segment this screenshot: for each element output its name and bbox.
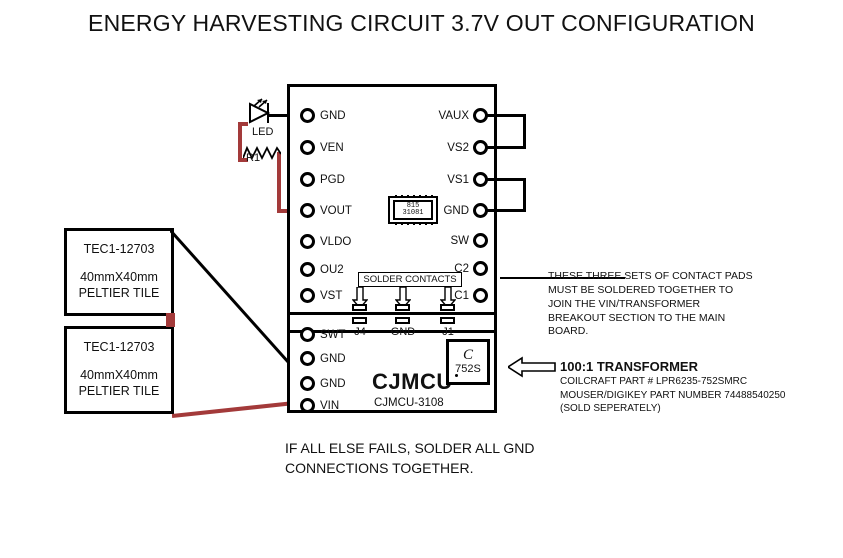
- gnd-wire-horizontal: [268, 114, 304, 117]
- tile-to-vin-wire: [172, 400, 305, 418]
- resistor-symbol: [243, 145, 281, 161]
- solder-contacts-caption-text: SOLDER CONTACTS: [363, 274, 457, 285]
- solder-pad-label-gnd: GND: [390, 326, 416, 338]
- pin-c2[interactable]: [473, 261, 488, 276]
- pin-vout[interactable]: [300, 203, 315, 218]
- solder-pad-j4-top[interactable]: [352, 304, 367, 311]
- led-wire-left-vertical: [238, 122, 242, 162]
- r1-wire-right-vertical: [277, 152, 281, 213]
- board-section-divider-bottom: [287, 330, 497, 333]
- bottom-note: IF ALL ELSE FAILS, SOLDER ALL GND CONNEC…: [285, 440, 535, 477]
- solder-pad-label-j1: J1: [442, 326, 454, 338]
- led-wire-top-stub: [238, 122, 248, 126]
- solder-pad-gnd-bottom[interactable]: [395, 317, 410, 324]
- solder-pad-gnd-top[interactable]: [395, 304, 410, 311]
- solder-pad-j1-top[interactable]: [440, 304, 455, 311]
- solder-contacts-caption: SOLDER CONTACTS: [358, 272, 462, 287]
- pin-label-vaux: VAUX: [438, 110, 469, 122]
- pin-label-ven: VEN: [320, 142, 344, 154]
- tile-kind: PELTIER TILE: [78, 286, 160, 300]
- pin-vldo[interactable]: [300, 234, 315, 249]
- tile-interconnect-wire: [166, 313, 175, 327]
- pin-label-gnd-right: GND: [443, 205, 469, 217]
- solder-pad-label-j4: J4: [354, 326, 366, 338]
- r1-wire-left-stub: [238, 158, 248, 162]
- pin-label-gnd-1: GND: [320, 110, 346, 122]
- jumper-lead-vaux: [487, 114, 513, 117]
- tile-dimension: 40mmX40mm: [80, 368, 158, 383]
- transformer-mark-letter: C: [462, 346, 473, 363]
- pin-gnd-right[interactable]: [473, 203, 488, 218]
- jumper-lead-gnd-right: [487, 209, 513, 212]
- jumper-lead-vs1: [487, 178, 513, 181]
- tile-dimension: 40mmX40mm: [80, 270, 158, 285]
- pin-label-gnd-3: GND: [320, 378, 346, 390]
- pin-label-gnd-2: GND: [320, 353, 346, 365]
- peltier-tile-bottom: TEC1-12703 40mmX40mm PELTIER TILE: [64, 326, 174, 414]
- pin-vst[interactable]: [300, 288, 315, 303]
- tile-part-number: TEC1-12703: [83, 340, 155, 355]
- board-brand: CJMCU: [372, 369, 453, 394]
- transformer-polarity-dot: [455, 374, 458, 377]
- pin-ven[interactable]: [300, 140, 315, 155]
- pin-label-vout: VOUT: [320, 205, 352, 217]
- transformer-pointer-arrow: [508, 356, 556, 378]
- jumper-link-vaux-vs2[interactable]: [510, 114, 526, 149]
- transformer-note-detail: COILCRAFT PART # LPR6235-752SMRC MOUSER/…: [560, 376, 786, 414]
- pin-gnd-2[interactable]: [300, 351, 315, 366]
- contact-pads-note: THESE THREE SETS OF CONTACT PADS MUST BE…: [548, 270, 753, 338]
- pin-label-vst: VST: [320, 290, 343, 302]
- pin-label-vs2: VS2: [447, 142, 469, 154]
- pin-label-sw: SW: [450, 235, 469, 247]
- pin-label-pgd: PGD: [320, 174, 345, 186]
- pin-label-vldo: VLDO: [320, 236, 352, 248]
- pin-vin[interactable]: [300, 398, 315, 413]
- transformer-note-title: 100:1 TRANSFORMER: [560, 359, 698, 374]
- jumper-lead-vs2: [487, 146, 513, 149]
- pin-label-ou2: OU2: [320, 264, 344, 276]
- pin-label-vs1: VS1: [447, 174, 469, 186]
- pin-vaux[interactable]: [473, 108, 488, 123]
- pin-sw[interactable]: [473, 233, 488, 248]
- peltier-tile-top: TEC1-12703 40mmX40mm PELTIER TILE: [64, 228, 174, 316]
- transformer-footprint: C 752S: [446, 339, 490, 385]
- pin-c1[interactable]: [473, 288, 488, 303]
- solder-pad-j1-bottom[interactable]: [440, 317, 455, 324]
- board-model: CJMCU-3108: [374, 397, 444, 409]
- jumper-link-vs1-gnd[interactable]: [510, 178, 526, 212]
- board-section-divider-top: [287, 312, 497, 315]
- pin-label-swt: SWT: [320, 329, 346, 341]
- contact-pads-leader-line: [500, 277, 625, 279]
- led-label: LED: [252, 126, 274, 138]
- pin-label-vin: VIN: [320, 400, 340, 412]
- transformer-mark-number: 752S: [455, 362, 481, 375]
- pin-label-c1: C1: [454, 290, 469, 302]
- led-symbol: [249, 98, 271, 124]
- tile-kind: PELTIER TILE: [78, 384, 160, 398]
- pin-gnd-3[interactable]: [300, 376, 315, 391]
- tile-to-gnd-wire: [170, 230, 308, 384]
- ic-line-2: 31081: [402, 209, 424, 217]
- pin-pgd[interactable]: [300, 172, 315, 187]
- pin-gnd-1[interactable]: [300, 108, 315, 123]
- ic-chip: 815 31081: [388, 195, 438, 225]
- resistor-label: R1: [246, 152, 261, 164]
- pin-ou2[interactable]: [300, 262, 315, 277]
- ic-line-1: 815: [406, 202, 420, 210]
- pin-vs2[interactable]: [473, 140, 488, 155]
- page-title: ENERGY HARVESTING CIRCUIT 3.7V OUT CONFI…: [88, 10, 755, 36]
- solder-pad-j4-bottom[interactable]: [352, 317, 367, 324]
- pin-swt[interactable]: [300, 327, 315, 342]
- tile-part-number: TEC1-12703: [83, 242, 155, 257]
- pin-vs1[interactable]: [473, 172, 488, 187]
